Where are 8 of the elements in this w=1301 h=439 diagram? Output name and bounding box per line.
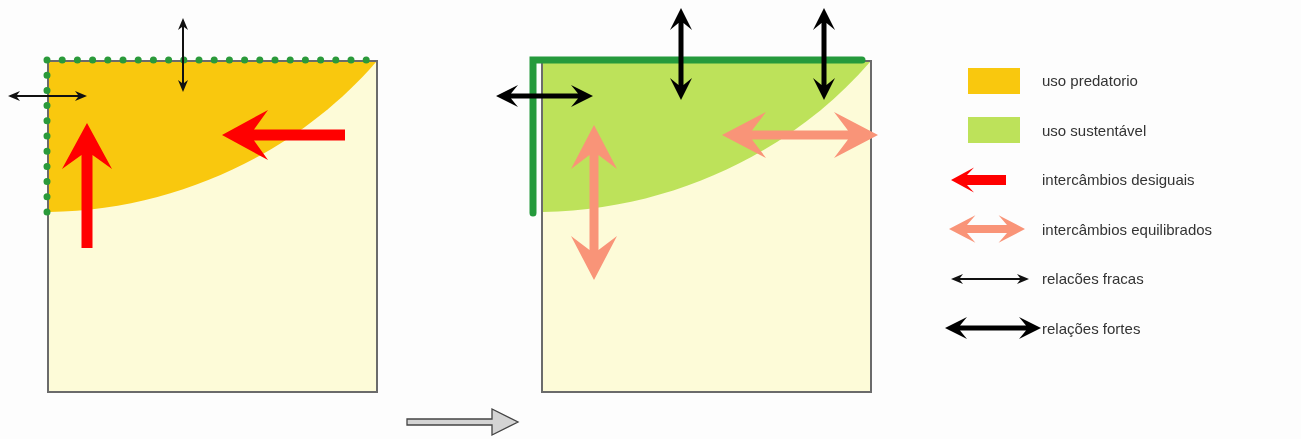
legend-label: relacões fracas xyxy=(1042,270,1144,288)
land-square xyxy=(541,60,872,393)
legend-label: uso sustentável xyxy=(1042,121,1147,139)
land-square xyxy=(47,60,378,393)
legend-label: intercâmbios equilibrados xyxy=(1042,220,1213,238)
legend-label: intercâmbios desiguais xyxy=(1042,171,1195,189)
legend-label: relações fortes xyxy=(1042,319,1141,337)
legend-label: uso predatorio xyxy=(1042,72,1138,90)
